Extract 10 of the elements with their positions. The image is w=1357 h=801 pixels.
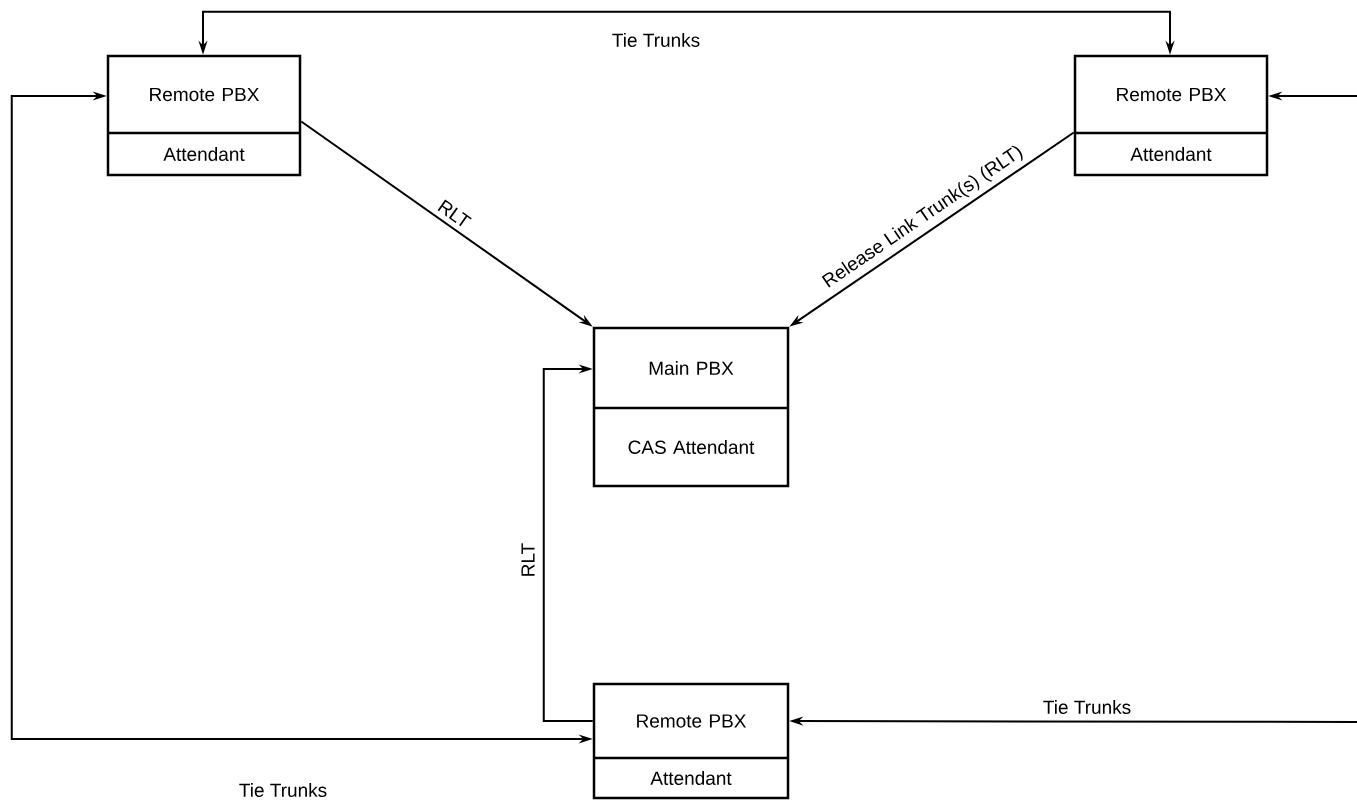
arrow (542, 364, 594, 722)
pbx-box: Remote PBX Attendant (592, 682, 790, 800)
edge-label: Tie Trunks (1040, 698, 1134, 716)
edge-label: RLT (519, 540, 537, 580)
edge-label: RLT (437, 199, 472, 227)
pbx-box: Remote PBX Attendant (106, 54, 302, 177)
pbx-box: Remote PBX Attendant (1073, 54, 1269, 177)
pbx-box: Main PBX CAS Attendant (592, 326, 790, 488)
edge-label: Tie Trunks (609, 31, 703, 49)
edge-label: Tie Trunks (236, 781, 330, 799)
